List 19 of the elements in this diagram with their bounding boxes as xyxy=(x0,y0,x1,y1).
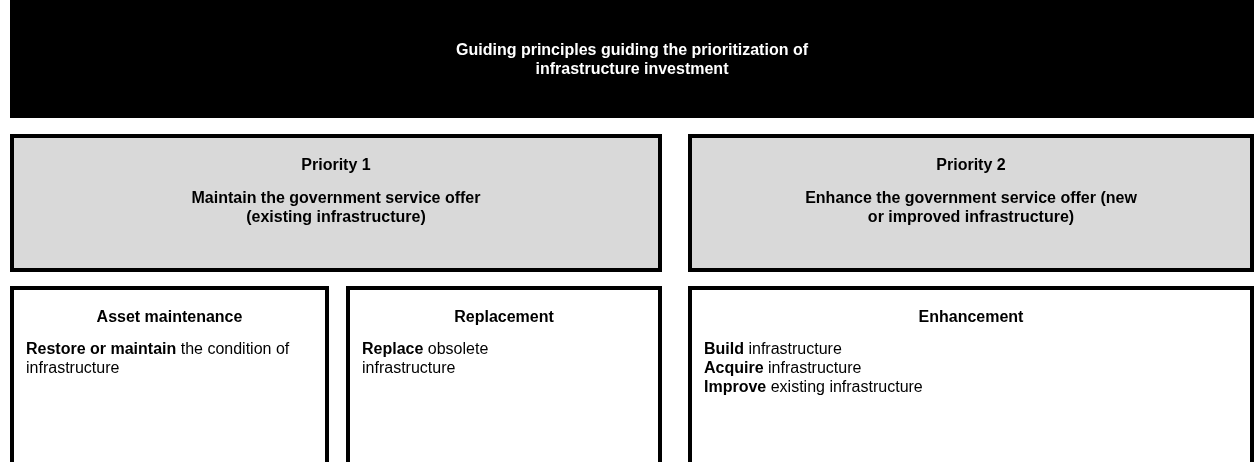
category-description: Replace obsolete infrastructure xyxy=(362,339,490,377)
priority-heading: Priority 2 xyxy=(935,156,1007,174)
category-description: Build infrastructure xyxy=(704,339,843,358)
banner-title: Guiding principles guiding the prioritization of infrastructure investment xyxy=(455,40,809,78)
category-heading: Enhancement xyxy=(917,308,1025,326)
priority-description: Enhance the government service offer (new or improved infrastructure) xyxy=(804,188,1138,226)
category-box xyxy=(688,286,1254,462)
priority-heading: Priority 1 xyxy=(300,156,372,174)
category-description: Acquire infrastructure xyxy=(704,358,863,377)
category-heading: Asset maintenance xyxy=(95,308,244,326)
priority-description: Maintain the government service offer (existing infrastructure) xyxy=(190,188,482,226)
priority-box xyxy=(10,134,662,272)
heading-banner xyxy=(10,0,1254,118)
category-box xyxy=(10,286,329,462)
category-box xyxy=(346,286,662,462)
category-heading: Replacement xyxy=(453,308,555,326)
category-description: Restore or maintain the condition of infrastructure xyxy=(26,339,291,377)
priority-box xyxy=(688,134,1254,272)
category-description: Improve existing infrastructure xyxy=(704,377,924,396)
